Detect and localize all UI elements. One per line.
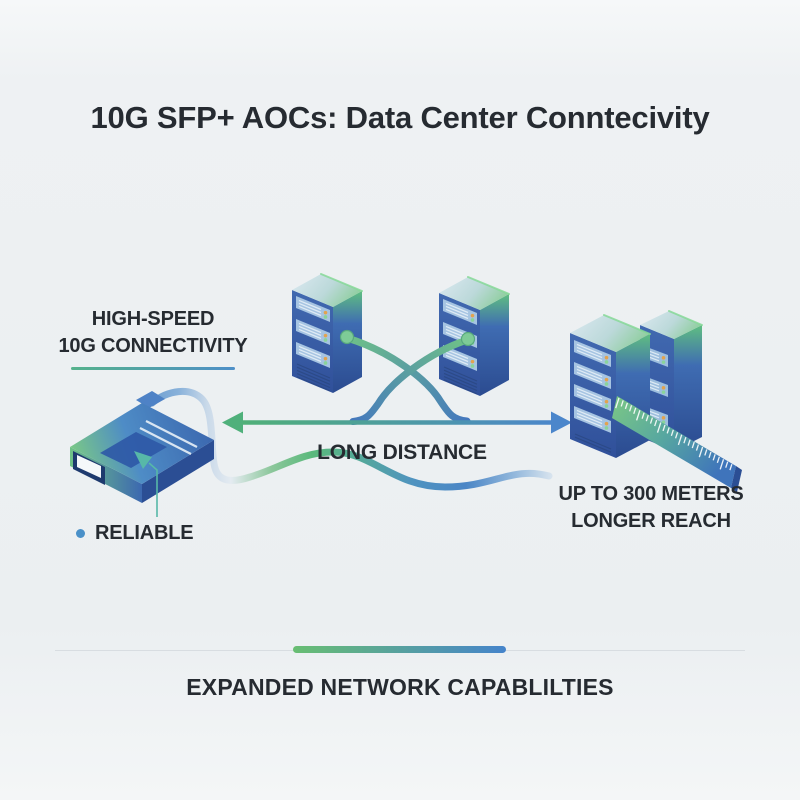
long-distance-double-arrow-icon <box>222 411 572 434</box>
high-speed-line1: HIGH-SPEED <box>91 308 215 330</box>
ruler-end-cap <box>731 466 742 492</box>
footer-accent-bar <box>293 646 506 653</box>
reach-label: UP TO 300 METERS LONGER REACH <box>545 481 757 535</box>
pointer-arrow-icon <box>134 451 158 517</box>
footer-title: EXPANDED NETWORK CAPABLILTIES <box>186 674 614 700</box>
label-underline <box>71 367 235 370</box>
page-title: 10G SFP+ AOCs: Data Center Conntecivity <box>90 100 710 135</box>
connector-label-plate <box>100 432 167 468</box>
sfp-aoc-connector-icon <box>70 391 214 503</box>
high-speed-line2: 10G CONNECTIVITY <box>58 335 248 357</box>
arrowhead-right <box>551 411 572 434</box>
server-tower-icon <box>570 314 651 458</box>
reliable-label: RELIABLE <box>76 522 194 545</box>
measuring-ruler-icon <box>612 396 742 492</box>
server-tower-icon <box>292 273 363 393</box>
reliable-text: RELIABLE <box>95 522 194 544</box>
fiber-cable-icon <box>339 329 476 425</box>
reach-line2: LONGER REACH <box>571 510 731 532</box>
reach-line1: UP TO 300 METERS <box>558 483 744 505</box>
bullet-dot-icon <box>76 529 85 538</box>
cable-port <box>460 331 476 347</box>
long-distance-label: LONG DISTANCE <box>317 441 487 464</box>
high-speed-label: HIGH-SPEED 10G CONNECTIVITY <box>57 306 249 370</box>
cable-port <box>339 329 355 345</box>
fiber-cable-icon <box>148 388 553 491</box>
arrowhead-left <box>222 411 243 434</box>
